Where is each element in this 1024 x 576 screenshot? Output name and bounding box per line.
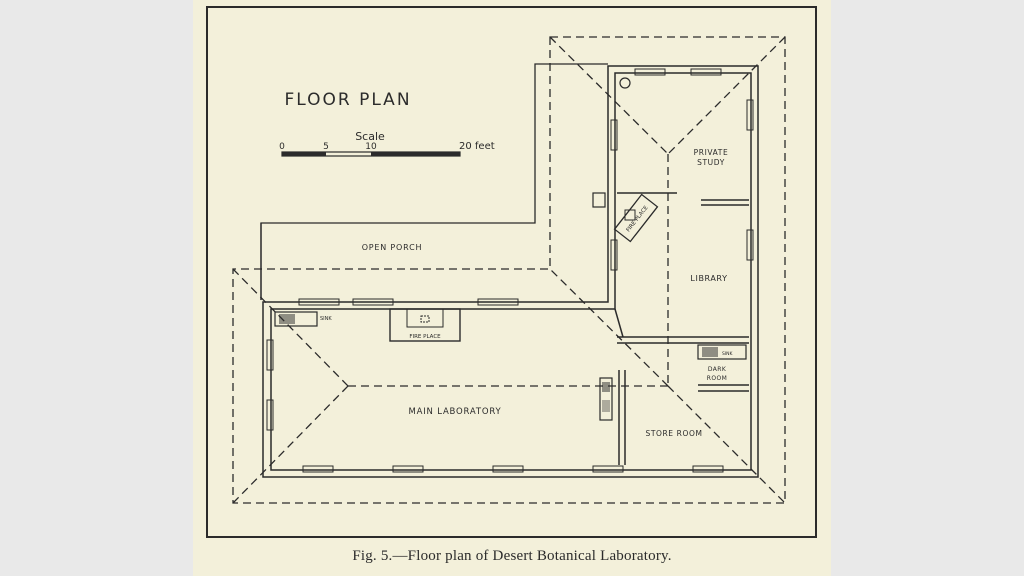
scale-tick-20: 20 feet [459, 141, 495, 152]
chimney-block [592, 192, 606, 208]
room-label-dark-room-1: DARK [708, 366, 727, 373]
scale-tick-10: 10 [365, 142, 377, 152]
room-label-private-study-2: STUDY [697, 158, 725, 167]
fire-place-label-study: FIRE PLACE [626, 205, 650, 234]
figure-page: FLOOR PLAN Scale 0 5 10 20 feet [193, 0, 831, 576]
roof-outline [232, 36, 786, 504]
scale-tick-0: 0 [279, 142, 285, 152]
floor-plan-diagram: FLOOR PLAN Scale 0 5 10 20 feet [206, 6, 817, 538]
corner-fixture [619, 77, 631, 89]
room-label-private-study-1: PRIVATE [694, 148, 729, 157]
room-label-library: LIBRARY [690, 274, 727, 283]
fire-place-label-main: FIRE PLACE [409, 334, 441, 340]
scale-heading: Scale [355, 130, 385, 143]
main-fireplace: FIRE PLACE [389, 308, 461, 342]
room-label-dark-room-2: ROOM [707, 375, 727, 382]
figure-border [206, 6, 817, 538]
main-sink: SINK [274, 311, 332, 327]
dark-room-sink: SINK [697, 344, 747, 360]
sink-label-dark-room: SINK [722, 351, 734, 357]
windows [266, 68, 754, 473]
porch-outline [260, 63, 608, 300]
sink-label-main: SINK [320, 316, 332, 322]
room-label-open-porch: OPEN PORCH [362, 243, 423, 252]
plan-title: FLOOR PLAN [284, 90, 411, 110]
scale-tick-5: 5 [323, 142, 329, 152]
room-label-main-laboratory: MAIN LABORATORY [409, 407, 502, 417]
lab-cabinet [599, 377, 613, 421]
scale-bar: Scale 0 5 10 20 feet [279, 130, 495, 157]
hearth-block [624, 209, 636, 221]
figure-caption: Fig. 5.—Floor plan of Desert Botanical L… [352, 548, 672, 564]
study-fireplace: FIRE PLACE [613, 193, 659, 243]
building-walls [262, 65, 759, 478]
room-label-store-room: STORE ROOM [645, 429, 702, 438]
